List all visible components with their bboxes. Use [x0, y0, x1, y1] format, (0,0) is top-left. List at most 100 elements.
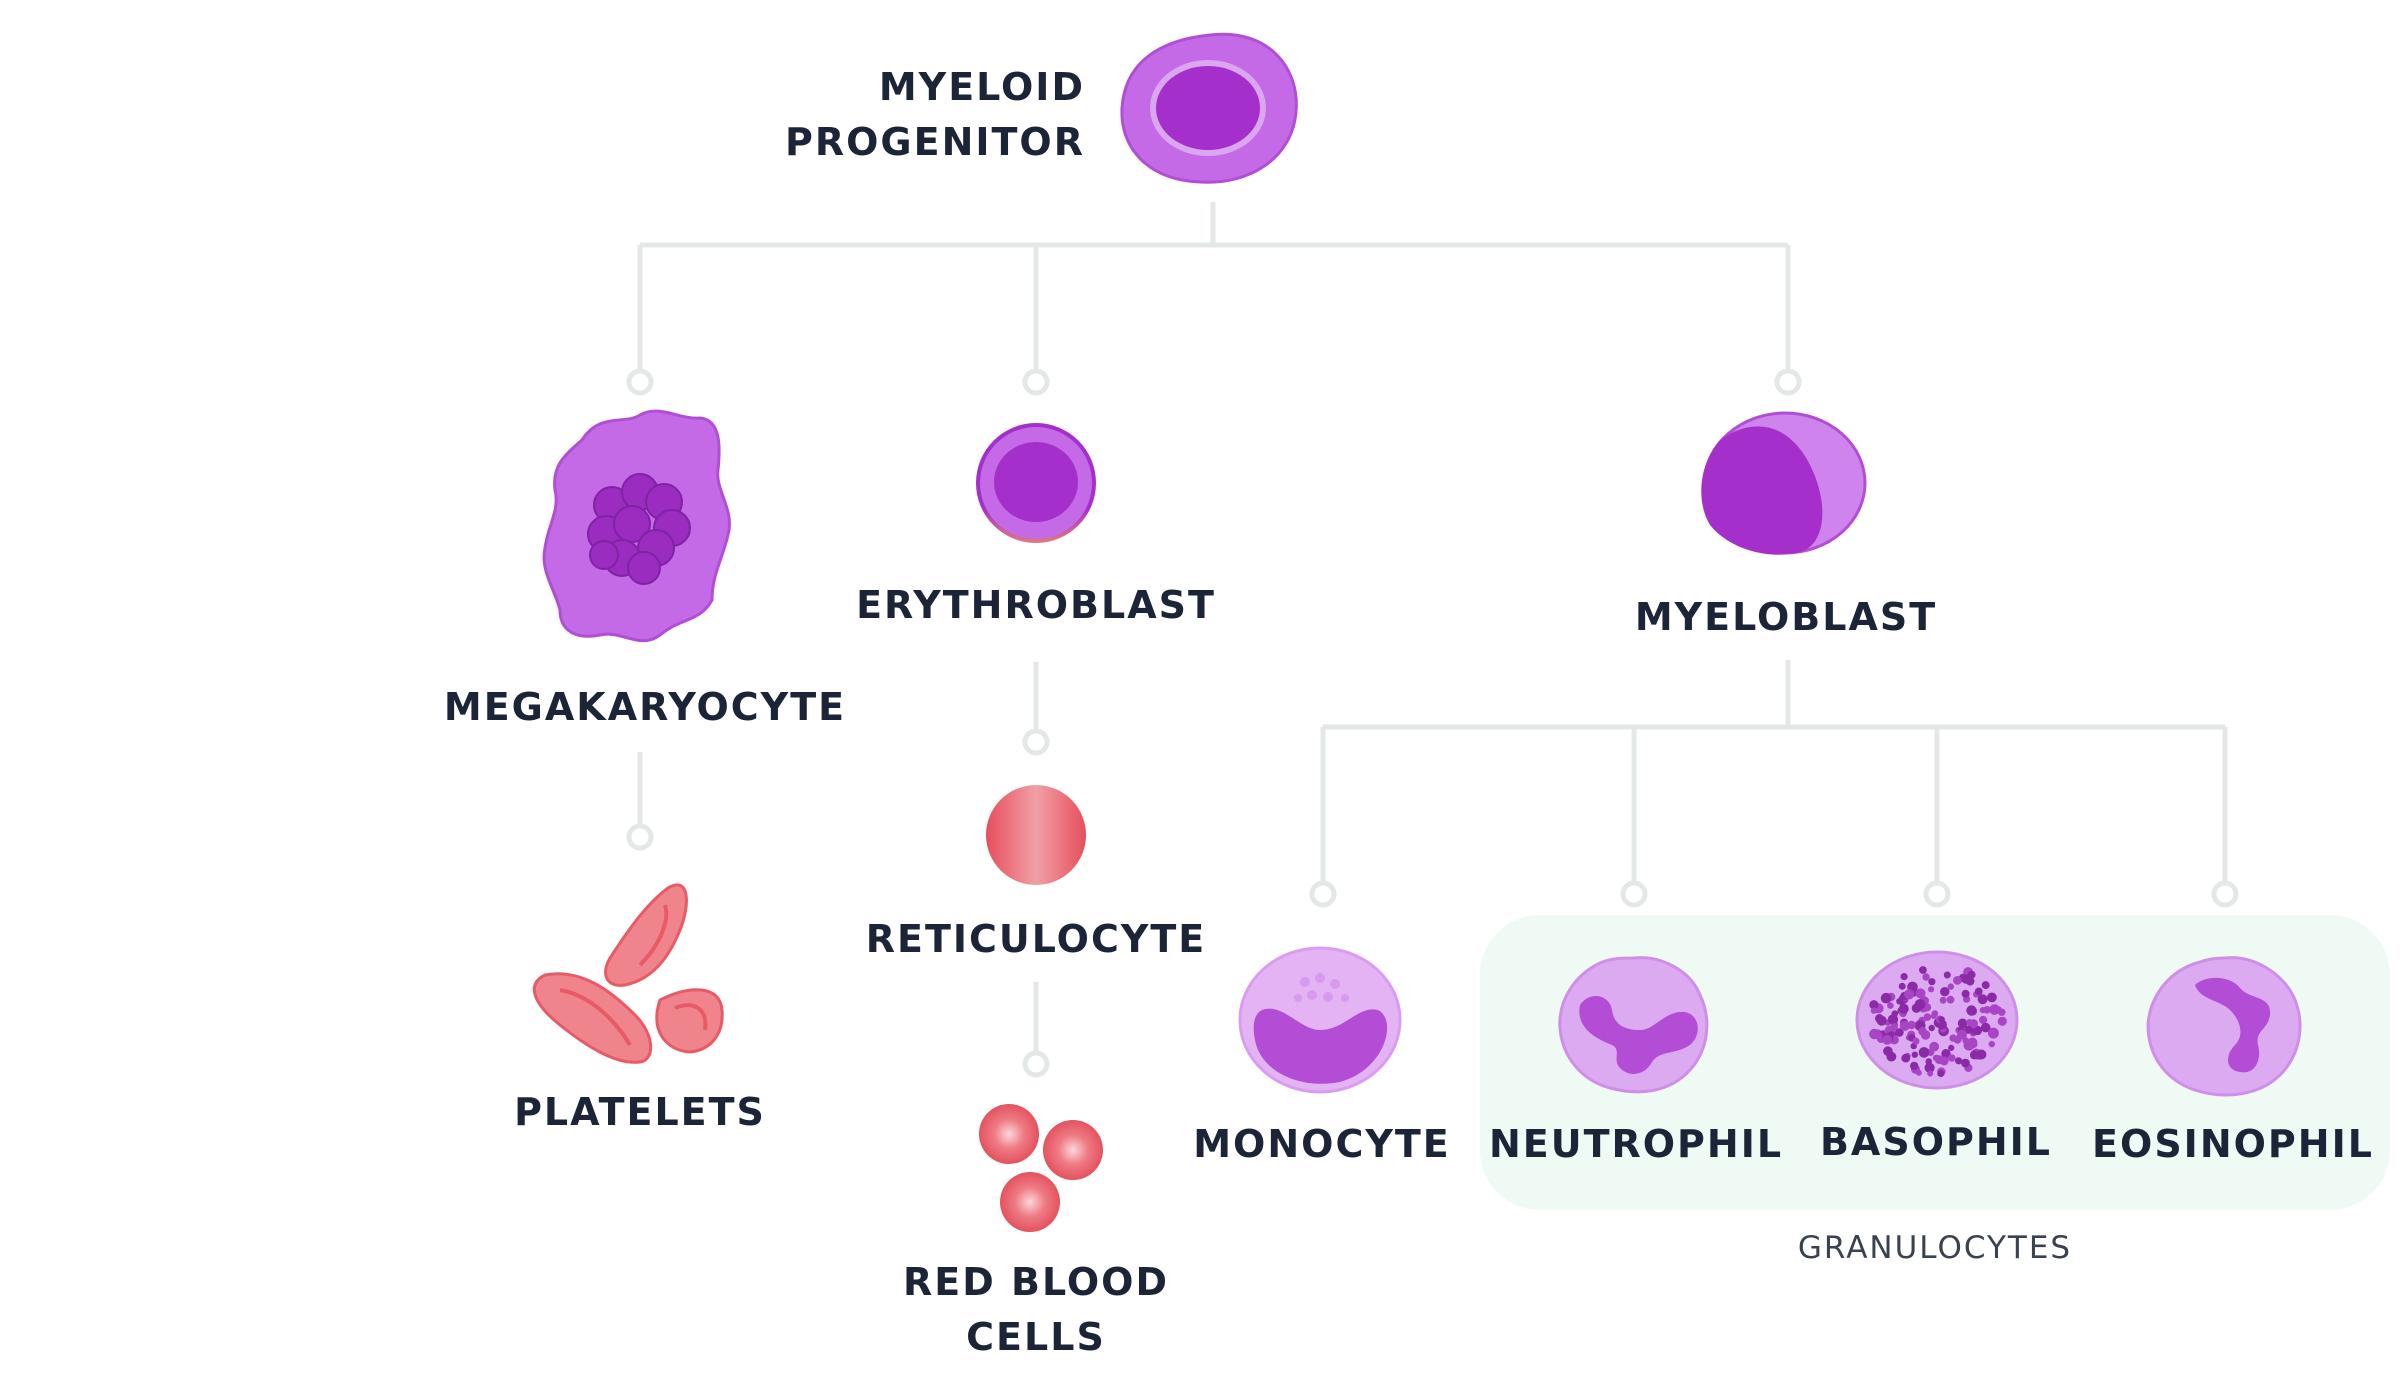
basophil-granule — [1977, 994, 1988, 1005]
myeloid-progenitor-label: MYELOID PROGENITOR — [770, 60, 1085, 170]
basophil-granule — [1947, 983, 1955, 990]
basophil-granule — [1901, 1053, 1911, 1063]
basophil-granule — [1941, 1049, 1951, 1059]
basophil-granule — [1974, 987, 1983, 996]
basophil-granule — [1928, 978, 1936, 986]
basophil-cell-icon — [1855, 950, 2019, 1090]
basophil-granule — [1900, 973, 1908, 981]
monocyte-cell-icon — [1238, 946, 1402, 1094]
basophil-granule — [1925, 1058, 1932, 1065]
basophil-granule — [1946, 995, 1955, 1004]
basophil-granule — [1912, 1037, 1920, 1045]
basophil-granule — [1957, 1029, 1967, 1040]
basophil-granule — [1874, 1031, 1883, 1040]
basophil-granule — [1914, 999, 1926, 1010]
basophil-granule — [1988, 1040, 1996, 1048]
red-blood-cells-label-line1: RED BLOOD — [903, 1260, 1169, 1304]
basophil-granule — [1928, 1024, 1935, 1032]
myeloblast-label: MYELOBLAST — [1634, 595, 1938, 639]
basophil-granule — [1957, 1018, 1968, 1029]
basophil-label: BASOPHIL — [1819, 1120, 2053, 1164]
erythroblast-label: ERYTHROBLAST — [856, 583, 1216, 627]
basophil-granule — [1987, 992, 1997, 1003]
basophil-granule — [1940, 987, 1950, 997]
basophil-granule — [1949, 1034, 1957, 1042]
basophil-granule — [1976, 1049, 1987, 1060]
myeloid-progenitor-label-line2: PROGENITOR — [785, 120, 1085, 165]
basophil-granule — [1896, 998, 1903, 1005]
basophil-granule — [1883, 1046, 1893, 1056]
basophil-granule — [1915, 1069, 1922, 1076]
basophil-granule — [1983, 1006, 1991, 1014]
basophil-granule — [1895, 1028, 1904, 1037]
basophil-granule — [1966, 1005, 1977, 1016]
basophil-granule — [1967, 970, 1976, 979]
myeloblast-cell-icon — [1701, 411, 1867, 555]
basophil-granule — [1948, 1054, 1956, 1062]
basophil-granule — [1887, 1002, 1894, 1009]
basophil-granule — [1939, 1056, 1949, 1066]
connector-lines — [637, 202, 2228, 1052]
basophil-granule — [1924, 1062, 1935, 1073]
red-blood-cells-icon — [979, 1104, 1103, 1232]
basophil-granule — [1899, 1021, 1910, 1031]
eosinophil-label: EOSINOPHIL — [2092, 1122, 2374, 1166]
basophil-granule — [1880, 992, 1892, 1004]
basophil-granule — [1938, 1016, 1945, 1023]
basophil-granule — [1955, 1057, 1963, 1065]
basophil-granule — [1943, 971, 1951, 979]
basophil-granule — [1898, 982, 1906, 990]
basophil-granule — [1934, 1055, 1941, 1062]
megakaryocyte-cell-icon — [542, 409, 731, 643]
basophil-granule — [1898, 1003, 1909, 1014]
platelets-icon — [532, 883, 724, 1064]
basophil-granule — [1969, 1050, 1979, 1060]
connector-end-circles — [626, 368, 2239, 1078]
basophil-granule — [1910, 1061, 1919, 1071]
basophil-granule — [1915, 988, 1926, 999]
basophil-granule — [1967, 1037, 1978, 1048]
basophil-granule — [1966, 1019, 1973, 1026]
granulocytes-group-label: GRANULOCYTES — [1797, 1230, 2073, 1266]
basophil-granule — [1904, 989, 1915, 1000]
basophil-granule — [1980, 1022, 1991, 1033]
neutrophil-cell-icon — [1558, 956, 1709, 1094]
eosinophil-cell-icon — [2146, 956, 2302, 1097]
basophil-granule — [1997, 1016, 2007, 1026]
reticulocyte-cell-icon — [986, 785, 1086, 885]
basophil-granule — [1887, 1014, 1899, 1025]
basophil-granule — [1890, 1023, 1898, 1031]
basophil-granule — [1953, 976, 1962, 985]
basophil-granule — [1911, 1051, 1919, 1058]
myeloid-progenitor-label-line1: MYELOID — [878, 65, 1085, 109]
red-blood-cells-label-line2: CELLS — [966, 1315, 1106, 1360]
monocyte-label: MONOCYTE — [1193, 1122, 1451, 1166]
red-blood-cells-label: RED BLOOD CELLS — [903, 1255, 1169, 1365]
basophil-granule — [1869, 1000, 1879, 1010]
basophil-granule — [1927, 1070, 1934, 1077]
basophil-granule — [1923, 1013, 1932, 1021]
neutrophil-label: NEUTROPHIL — [1488, 1122, 1784, 1166]
reticulocyte-label: RETICULOCYTE — [865, 917, 1207, 961]
basophil-granule — [1939, 996, 1947, 1004]
basophil-granule — [1937, 1069, 1945, 1078]
basophil-granule — [1981, 981, 1990, 990]
basophil-granule — [1870, 1007, 1878, 1014]
basophil-granule — [1875, 1014, 1884, 1023]
basophil-granule — [1922, 973, 1930, 981]
basophil-granule — [1961, 989, 1970, 998]
basophil-granule — [1928, 986, 1935, 993]
basophil-granule — [1882, 1035, 1893, 1045]
myeloid-progenitor-cell-icon — [1120, 32, 1298, 184]
basophil-granule — [1987, 1027, 1999, 1039]
basophil-granule — [1979, 1015, 1988, 1025]
basophil-granule — [1948, 1044, 1955, 1051]
basophil-granule — [1920, 1030, 1931, 1040]
basophil-granule — [1919, 966, 1927, 974]
basophil-granule — [1931, 1010, 1939, 1017]
basophil-granule — [1998, 1008, 2006, 1016]
erythroblast-cell-icon — [976, 423, 1096, 543]
megakaryocyte-label: MEGAKARYOCYTE — [443, 685, 847, 729]
